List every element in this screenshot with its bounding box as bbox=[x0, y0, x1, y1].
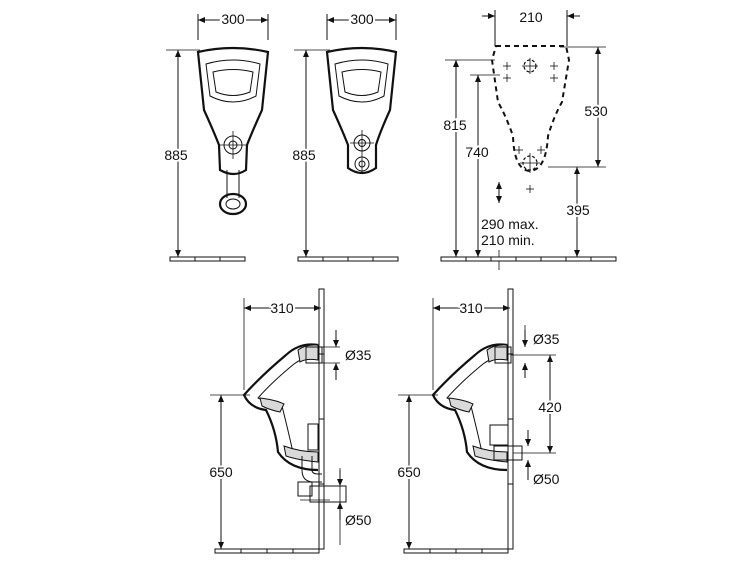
dim-side-projection-1: 310 bbox=[270, 300, 294, 316]
urinal-front-body-2 bbox=[325, 46, 398, 175]
dim-plan-rim-height: 740 bbox=[465, 144, 489, 160]
side-view-spigot: 310 Ø35 Ø50 650 bbox=[207, 288, 372, 554]
dim-side-inlet-2: Ø35 bbox=[533, 331, 560, 347]
fixing-points bbox=[503, 58, 558, 193]
floor-line-4 bbox=[214, 548, 320, 554]
dim-plan-width: 210 bbox=[519, 9, 543, 25]
dim-width-front-2: 300 bbox=[350, 11, 374, 27]
side-view-concealed: 310 Ø35 420 Ø50 650 bbox=[395, 288, 564, 554]
dim-height-front-1: 885 bbox=[164, 147, 188, 163]
urinal-side-body-2 bbox=[431, 343, 508, 472]
urinal-outline-dashed bbox=[490, 45, 571, 173]
dim-side-rim-height-2: 650 bbox=[397, 464, 421, 480]
floor-line-5 bbox=[403, 548, 509, 554]
dim-plan-fixing-height: 530 bbox=[584, 103, 608, 119]
dim-side-rim-height-1: 650 bbox=[209, 464, 233, 480]
floor-line-3 bbox=[440, 256, 617, 262]
dim-plan-overall-height: 815 bbox=[443, 117, 467, 133]
dim-plan-range-min: 210 min. bbox=[481, 232, 535, 248]
dim-plan-outlet-height: 395 bbox=[566, 202, 590, 218]
installation-plan: 210 815 740 530 395 290 max. 210 bbox=[440, 9, 617, 270]
dim-plan-range-max: 290 max. bbox=[481, 216, 539, 232]
urinal-side-body-1 bbox=[242, 343, 319, 472]
inlet-pipe-1 bbox=[305, 346, 340, 364]
siphon-side bbox=[297, 423, 347, 503]
urinal-front-body-1 bbox=[196, 46, 270, 176]
dim-side-projection-2: 310 bbox=[459, 300, 483, 316]
floor-line-2 bbox=[297, 256, 399, 262]
wall-1 bbox=[318, 288, 325, 550]
outlet-pipe-2 bbox=[489, 424, 556, 461]
dim-side-outlet-1: Ø50 bbox=[345, 512, 372, 528]
dim-side-inlet-1: Ø35 bbox=[345, 347, 372, 363]
siphon-trap-front bbox=[218, 170, 248, 216]
wall-2 bbox=[507, 288, 514, 550]
dim-side-distance-2: 420 bbox=[538, 399, 562, 415]
dim-width-front-1: 300 bbox=[221, 11, 245, 27]
dim-side-outlet-2: Ø50 bbox=[533, 471, 560, 487]
dim-height-front-2: 885 bbox=[292, 147, 316, 163]
floor-line-1 bbox=[169, 256, 246, 262]
front-view-concealed: 300 885 bbox=[290, 9, 399, 262]
front-view-spigot: 300 885 bbox=[162, 9, 270, 262]
